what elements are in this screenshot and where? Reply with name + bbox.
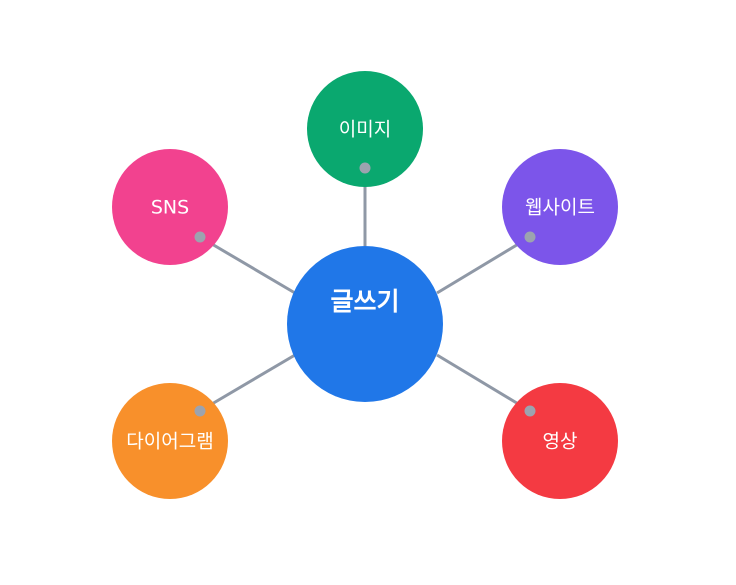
node-video-label: 영상 bbox=[543, 431, 578, 453]
connector-sns bbox=[199, 235, 296, 295]
node-image-anchor-dot bbox=[359, 162, 371, 174]
center-node-circle bbox=[287, 246, 443, 402]
node-diagram-anchor-dot bbox=[194, 405, 206, 417]
node-website-anchor-dot bbox=[524, 231, 536, 243]
node-image-circle bbox=[307, 71, 423, 187]
node-sns-anchor-dot bbox=[194, 231, 206, 243]
node-diagram-label: 다이어그램 bbox=[126, 431, 213, 453]
node-website-label: 웹사이트 bbox=[525, 197, 595, 219]
node-diagram[interactable]: 다이어그램 bbox=[112, 383, 228, 499]
center-node[interactable]: 글쓰기 bbox=[287, 246, 443, 402]
node-sns[interactable]: SNS bbox=[112, 149, 228, 265]
node-image[interactable]: 이미지 bbox=[307, 71, 423, 187]
connector-video bbox=[436, 353, 531, 413]
center-node-label: 글쓰기 bbox=[330, 287, 399, 316]
connector-website bbox=[436, 235, 531, 295]
node-website[interactable]: 웹사이트 bbox=[502, 149, 618, 265]
node-video-anchor-dot bbox=[524, 405, 536, 417]
connector-diagram bbox=[199, 353, 296, 413]
node-sns-label: SNS bbox=[151, 197, 189, 219]
node-image-label: 이미지 bbox=[339, 119, 391, 141]
node-video[interactable]: 영상 bbox=[502, 383, 618, 499]
